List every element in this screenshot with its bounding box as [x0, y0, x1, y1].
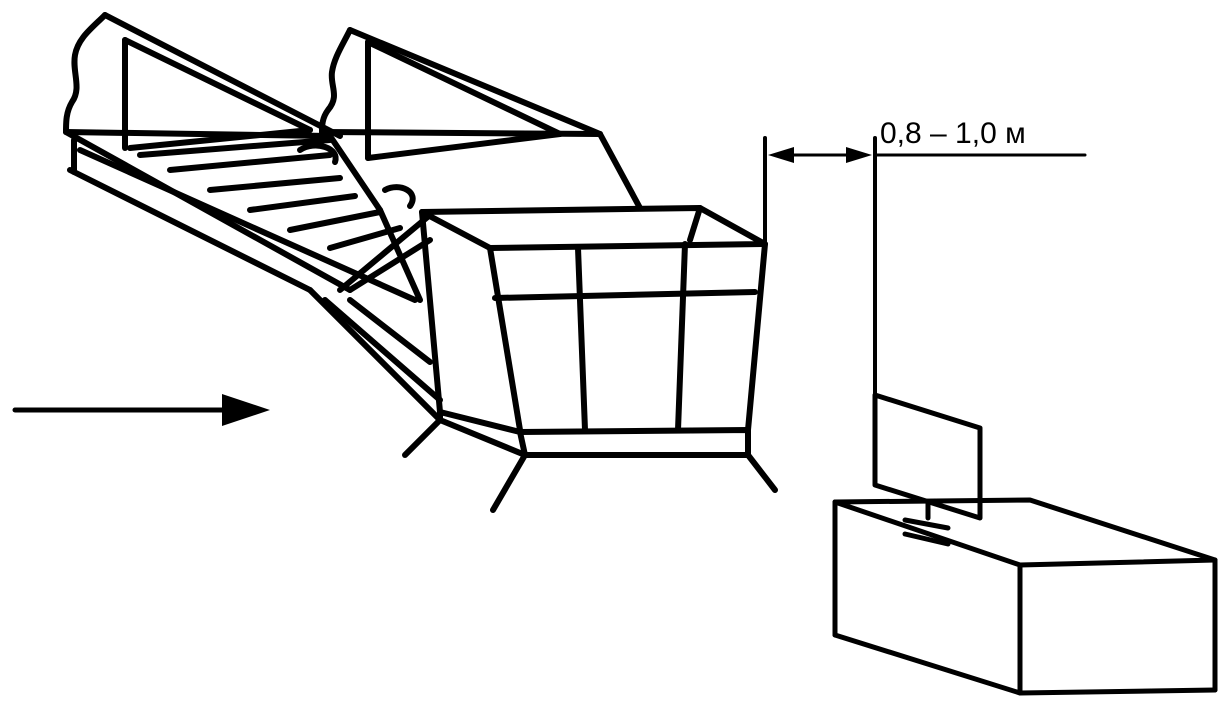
- operator-control-desk: [832, 392, 1218, 696]
- receiving-hopper: [402, 205, 778, 513]
- clearance-dimension: 0,8 – 1,0 м: [763, 117, 1087, 397]
- dimension-label: 0,8 – 1,0 м: [880, 117, 1026, 150]
- inclined-conveyor-truss: [63, 12, 643, 423]
- flow-direction-arrow: [12, 394, 270, 426]
